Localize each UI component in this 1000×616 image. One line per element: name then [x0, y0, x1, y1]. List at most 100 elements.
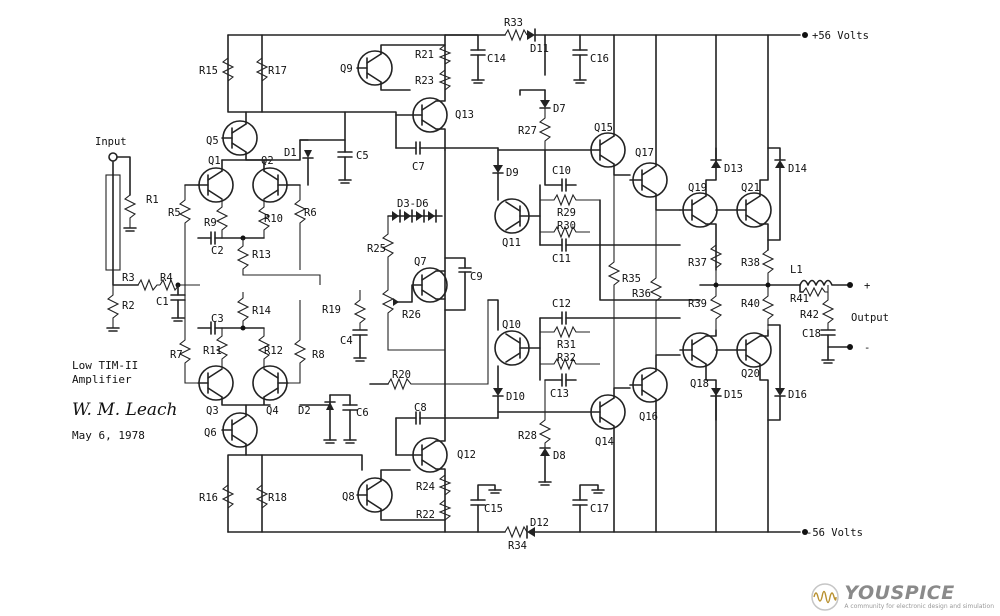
- r22-label: R22: [416, 509, 435, 521]
- q18-label: Q18: [690, 378, 709, 390]
- c1-label: C1: [156, 296, 169, 308]
- r7-resistor: [178, 285, 198, 384]
- r3-resistor: [137, 278, 160, 292]
- r25-resistor: [381, 216, 395, 270]
- c18-capacitor: [820, 329, 851, 364]
- r6-resistor: [287, 184, 307, 270]
- driver-mid-bus: [599, 199, 701, 301]
- r41-label: R41: [790, 293, 809, 305]
- q19-transistor: [679, 34, 718, 271]
- c15-label: C15: [484, 503, 503, 515]
- q2-label: Q2: [261, 155, 274, 167]
- youspice-logo-icon: [811, 583, 840, 611]
- r24-label: R24: [416, 481, 435, 493]
- r35-label: R35: [622, 273, 641, 285]
- q16-transistor: [629, 354, 681, 533]
- q4-transistor: [252, 365, 289, 401]
- c6-label: C6: [356, 407, 369, 419]
- r21-resistor: [438, 44, 452, 65]
- r37-resistor: [709, 244, 723, 285]
- d8-diode: [538, 447, 552, 486]
- r31-resistor: [540, 325, 590, 339]
- r12-label: R12: [264, 345, 283, 357]
- d12-diode: [526, 525, 535, 539]
- d2-zener: [323, 401, 337, 444]
- r39-label: R39: [688, 298, 707, 310]
- c13-capacitor: [544, 373, 577, 387]
- c14-label: C14: [487, 53, 506, 65]
- q12-transistor: [395, 414, 448, 533]
- r28-label: R28: [518, 430, 537, 442]
- r18-resistor: [255, 484, 269, 509]
- q5-transistor: [221, 120, 258, 156]
- d8-label: D8: [553, 450, 566, 462]
- output-minus-sign: -: [864, 342, 870, 354]
- r32-resistor: [540, 357, 600, 371]
- r20-resistor: [369, 300, 489, 391]
- c8-capacitor: [395, 411, 499, 425]
- q10-feed: [487, 299, 499, 331]
- c14-capacitor: [444, 34, 486, 84]
- r26-potentiometer: [381, 270, 445, 351]
- q4-label: Q4: [266, 405, 279, 417]
- c18-label: C18: [802, 328, 821, 340]
- input-jack: [105, 152, 139, 286]
- r42-resistor: [821, 292, 835, 330]
- r2-label: R2: [122, 300, 135, 312]
- r30-resistor: [540, 225, 590, 239]
- c17-capacitor: [572, 484, 605, 533]
- q19-label: Q19: [688, 182, 707, 194]
- d10-label: D10: [506, 391, 525, 403]
- r19-resistor: [353, 290, 367, 330]
- q15-transistor: [497, 34, 631, 176]
- l1-inductor: [799, 279, 851, 286]
- r3-label: R3: [122, 272, 135, 284]
- r30-label: R30: [557, 220, 576, 232]
- positive-rail-label: +56 Volts: [812, 30, 869, 42]
- q9-transistor: [356, 44, 446, 91]
- r19-label: R19: [322, 304, 341, 316]
- title-line-2: Amplifier: [72, 373, 132, 386]
- c7-label: C7: [412, 161, 425, 173]
- d14-diode: [767, 147, 786, 241]
- c13-label: C13: [550, 388, 569, 400]
- youspice-watermark: YOUSPICE A community for electronic desi…: [810, 582, 994, 612]
- q21-transistor: [715, 34, 772, 251]
- r41-resistor: [799, 284, 829, 298]
- r15-resistor: [221, 57, 235, 82]
- d1-zener: [299, 139, 314, 186]
- r26-label: R26: [402, 309, 421, 321]
- r16-label: R16: [199, 492, 218, 504]
- r37-label: R37: [688, 257, 707, 269]
- q1-label: Q1: [208, 155, 221, 167]
- c4-capacitor: [352, 329, 368, 362]
- q3-transistor: [197, 365, 234, 401]
- r34-label: R34: [508, 540, 527, 552]
- r10-resistor: [257, 199, 271, 238]
- c3-label: C3: [211, 313, 224, 325]
- r33-label: R33: [504, 17, 523, 29]
- d12-label: D12: [530, 517, 549, 529]
- r29-label: R29: [557, 207, 576, 219]
- r24-resistor: [438, 474, 452, 496]
- c16-capacitor: [572, 34, 588, 84]
- q10-label: Q10: [502, 319, 521, 331]
- date-note: May 6, 1978: [72, 429, 145, 442]
- d1-label: D1: [284, 147, 297, 159]
- r36-label: R36: [632, 288, 651, 300]
- q6-transistor: [221, 412, 258, 448]
- r1-label: R1: [146, 194, 159, 206]
- c4-label: C4: [340, 335, 353, 347]
- d3-d6-label: D3-D6: [397, 198, 429, 210]
- q13-label: Q13: [455, 109, 474, 121]
- c8-label: C8: [414, 402, 427, 414]
- r27-label: R27: [518, 125, 537, 137]
- r4-label: R4: [160, 272, 173, 284]
- c15-capacitor: [470, 484, 502, 533]
- q8-label: Q8: [342, 491, 355, 503]
- brand-tagline: A community for electronic design and si…: [844, 603, 994, 610]
- d9-label: D9: [506, 167, 519, 179]
- r23-label: R23: [415, 75, 434, 87]
- q21-label: Q21: [741, 182, 760, 194]
